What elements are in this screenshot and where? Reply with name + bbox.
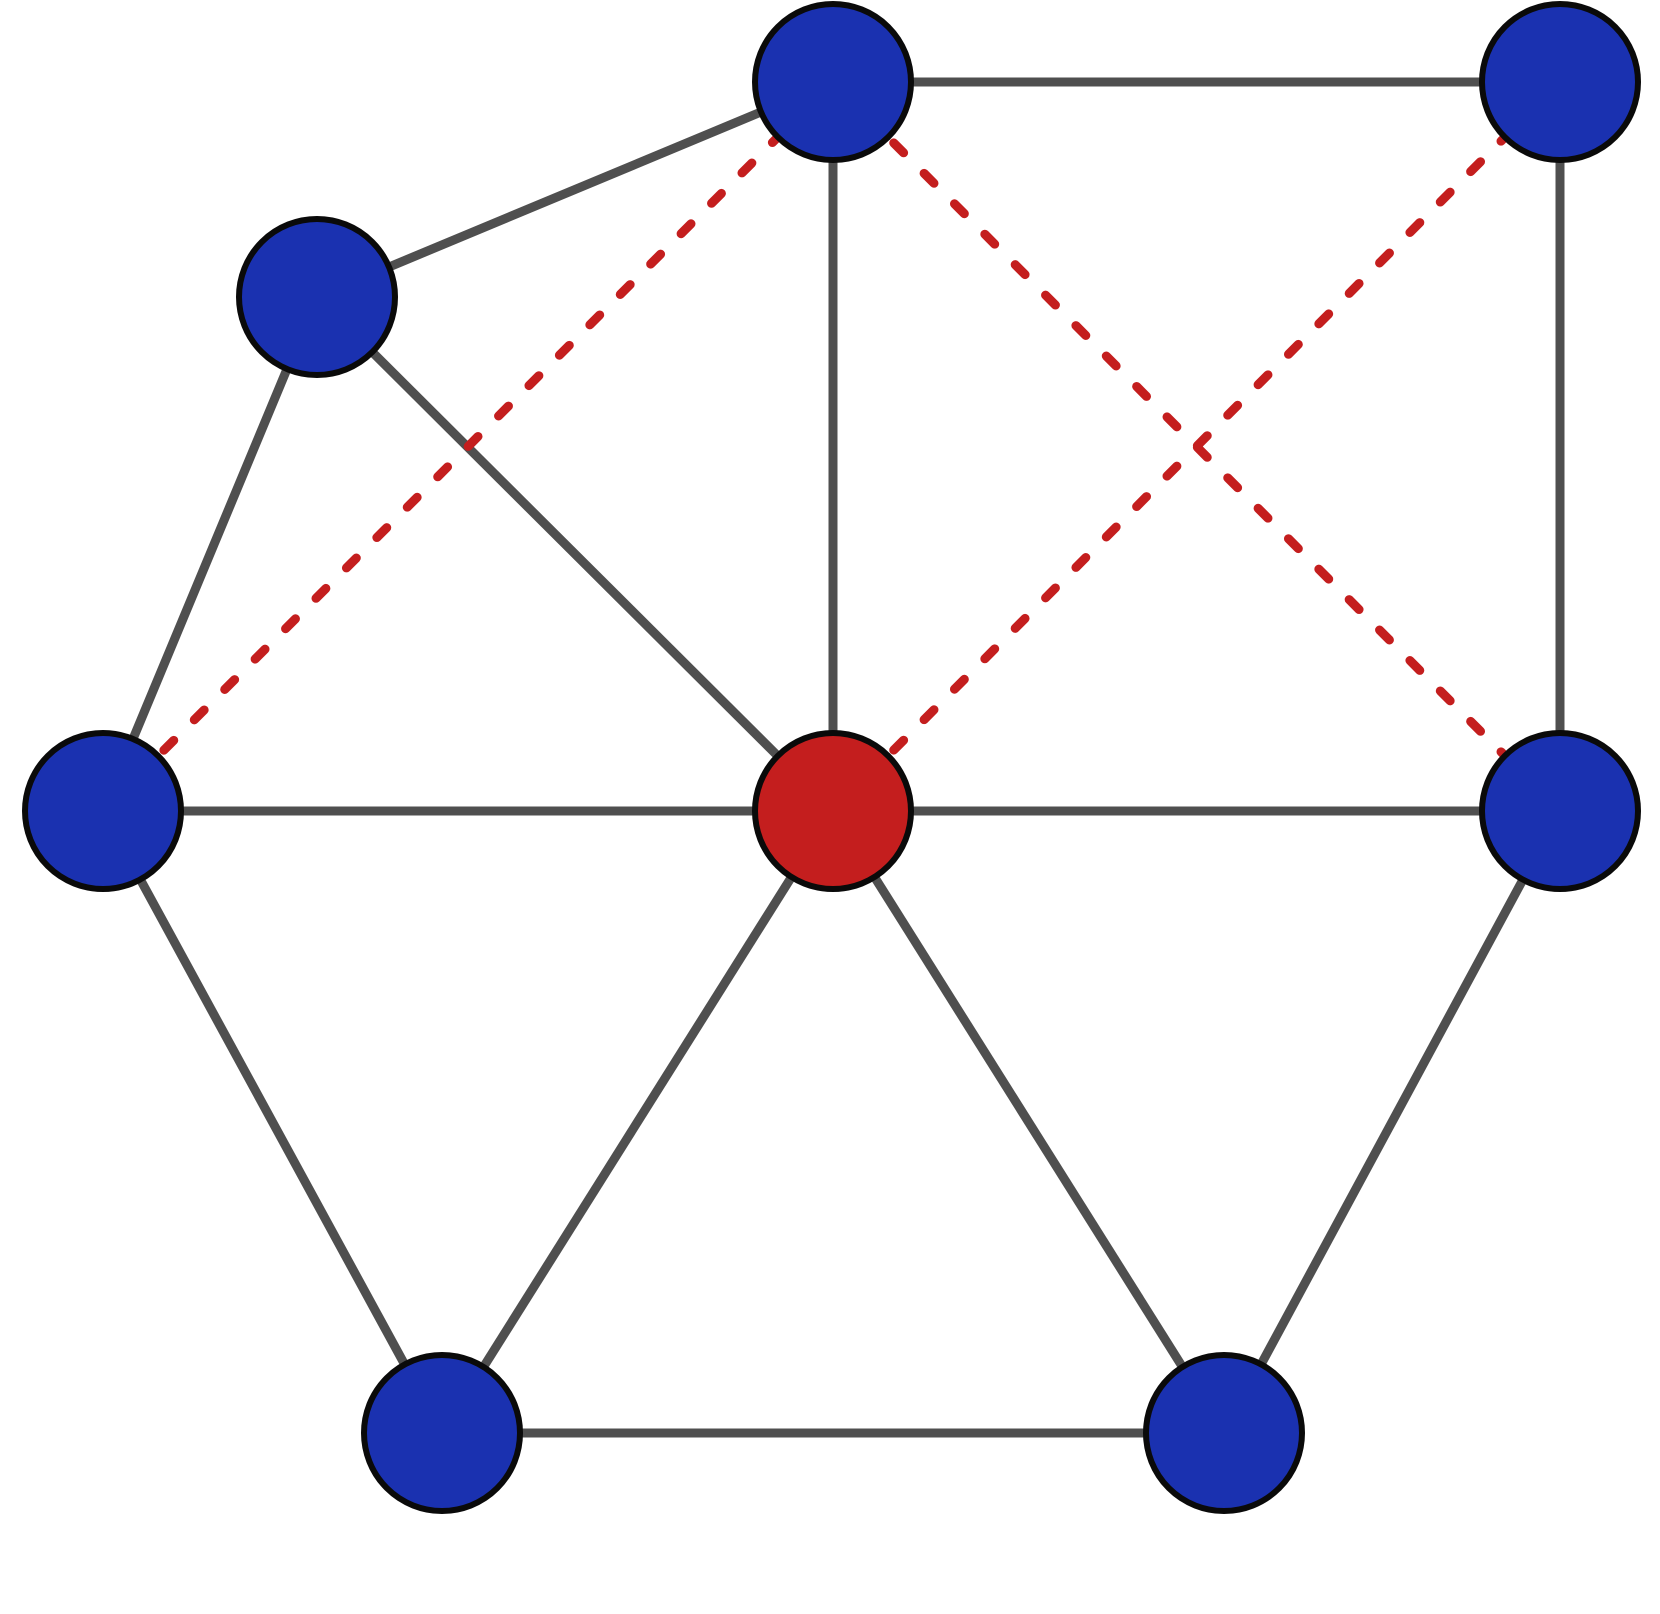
node-bottom-left bbox=[361, 1352, 523, 1514]
nodes-group bbox=[22, 1, 1641, 1514]
node-bottom-right bbox=[1143, 1352, 1305, 1514]
node-top-center bbox=[752, 1, 914, 163]
dashed-edge-center-to-top-right bbox=[828, 77, 1565, 816]
node-top-right bbox=[1479, 1, 1641, 163]
edge-upper-left-to-center bbox=[313, 293, 837, 815]
edge-upper-left-to-middle-left bbox=[98, 295, 322, 813]
dashed-edges-group bbox=[98, 77, 1565, 816]
edge-middle-left-to-bottom-left bbox=[99, 808, 446, 1436]
node-middle-right bbox=[1479, 730, 1641, 892]
edge-center-to-bottom-right bbox=[829, 808, 1228, 1436]
node-center bbox=[752, 730, 914, 892]
solid-edges-group bbox=[98, 77, 1565, 1438]
dashed-edge-middle-left-to-top-center bbox=[98, 77, 838, 816]
edge-upper-left-to-top-center bbox=[315, 77, 835, 302]
edge-middle-right-to-bottom-right bbox=[1220, 808, 1564, 1436]
node-middle-left bbox=[22, 730, 184, 892]
edge-center-to-bottom-left bbox=[438, 808, 837, 1436]
node-upper-left bbox=[236, 216, 398, 378]
